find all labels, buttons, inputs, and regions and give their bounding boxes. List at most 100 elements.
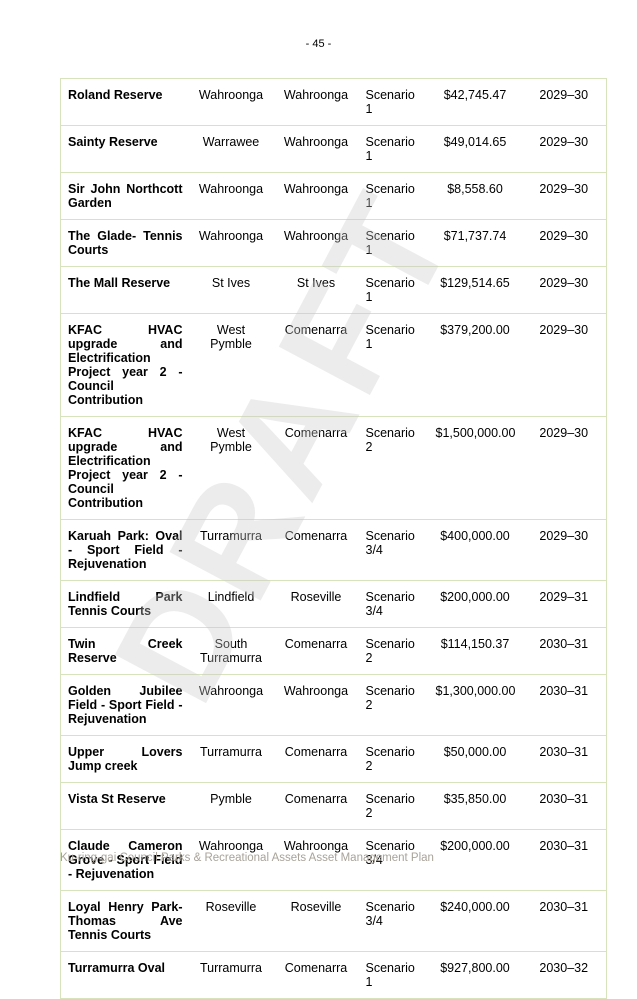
cell-name: Sainty Reserve — [60, 125, 189, 173]
cell-suburb: Wahroonga — [188, 78, 273, 126]
cell-suburb: West Pymble — [188, 416, 273, 520]
cell-year: 2029–30 — [520, 125, 607, 173]
cell-scenario: Scenario 1 — [358, 78, 429, 126]
cell-scenario: Scenario 2 — [358, 627, 429, 675]
cell-year: 2030–31 — [520, 829, 607, 891]
cell-name: KFAC HVAC upgrade and Electrification Pr… — [60, 416, 189, 520]
cell-cost: $35,850.00 — [428, 782, 521, 830]
table-row: Karuah Park: Oval - Sport Field - Rejuve… — [60, 519, 607, 581]
cell-cost: $400,000.00 — [428, 519, 521, 581]
cell-scenario: Scenario 2 — [358, 782, 429, 830]
cell-name: Lindfield Park Tennis Courts — [60, 580, 189, 628]
cell-suburb: South Turramurra — [188, 627, 273, 675]
cell-catchment: Wahroonga — [272, 78, 359, 126]
cell-year: 2029–31 — [520, 580, 607, 628]
footer-text: Ku-ring-gai Council Parks & Recreational… — [60, 852, 434, 864]
cell-year: 2029–30 — [520, 416, 607, 520]
cell-suburb: Roseville — [188, 890, 273, 952]
cell-scenario: Scenario 1 — [358, 125, 429, 173]
cell-catchment: Comenarra — [272, 951, 359, 999]
cell-name: Golden Jubilee Field - Sport Field - Rej… — [60, 674, 189, 736]
cell-year: 2029–30 — [520, 266, 607, 314]
cell-cost: $1,300,000.00 — [428, 674, 521, 736]
cell-cost: $1,500,000.00 — [428, 416, 521, 520]
cell-suburb: Turramurra — [188, 519, 273, 581]
cell-catchment: Comenarra — [272, 627, 359, 675]
cell-year: 2030–31 — [520, 627, 607, 675]
cell-cost: $129,514.65 — [428, 266, 521, 314]
cell-scenario: Scenario 1 — [358, 219, 429, 267]
cell-year: 2030–31 — [520, 782, 607, 830]
cell-cost: $379,200.00 — [428, 313, 521, 417]
cell-catchment: Comenarra — [272, 519, 359, 581]
cell-scenario: Scenario 1 — [358, 313, 429, 417]
cell-catchment: Comenarra — [272, 735, 359, 783]
cell-name: Upper Lovers Jump creek — [60, 735, 189, 783]
cell-catchment: St Ives — [272, 266, 359, 314]
cell-scenario: Scenario 1 — [358, 172, 429, 220]
cell-suburb: Wahroonga — [188, 219, 273, 267]
cell-year: 2029–30 — [520, 519, 607, 581]
cell-catchment: Comenarra — [272, 782, 359, 830]
table-row: Claude Cameron Grove - Sport Field - Rej… — [60, 829, 607, 891]
cell-name: Twin Creek Reserve — [60, 627, 189, 675]
cell-catchment: Wahroonga — [272, 125, 359, 173]
cell-suburb: Pymble — [188, 782, 273, 830]
cell-scenario: Scenario 2 — [358, 416, 429, 520]
cell-cost: $240,000.00 — [428, 890, 521, 952]
table-row: KFAC HVAC upgrade and Electrification Pr… — [60, 313, 607, 417]
cell-scenario: Scenario 1 — [358, 266, 429, 314]
cell-cost: $49,014.65 — [428, 125, 521, 173]
cell-scenario: Scenario 1 — [358, 951, 429, 999]
table-row: Golden Jubilee Field - Sport Field - Rej… — [60, 674, 607, 736]
cell-suburb: Wahroonga — [188, 829, 273, 891]
cell-suburb: West Pymble — [188, 313, 273, 417]
cell-name: Turramurra Oval — [60, 951, 189, 999]
cell-cost: $71,737.74 — [428, 219, 521, 267]
cell-scenario: Scenario 3/4 — [358, 519, 429, 581]
table-row: Loyal Henry Park- Thomas Ave Tennis Cour… — [60, 890, 607, 952]
cell-suburb: Turramurra — [188, 735, 273, 783]
cell-name: Roland Reserve — [60, 78, 189, 126]
cell-suburb: Wahroonga — [188, 172, 273, 220]
cell-catchment: Roseville — [272, 580, 359, 628]
cell-scenario: Scenario 2 — [358, 674, 429, 736]
cell-year: 2029–30 — [520, 313, 607, 417]
cell-name: The Glade- Tennis Courts — [60, 219, 189, 267]
cell-cost: $50,000.00 — [428, 735, 521, 783]
cell-cost: $42,745.47 — [428, 78, 521, 126]
cell-suburb: Turramurra — [188, 951, 273, 999]
cell-suburb: Warrawee — [188, 125, 273, 173]
cell-name: KFAC HVAC upgrade and Electrification Pr… — [60, 313, 189, 417]
cell-year: 2030–31 — [520, 674, 607, 736]
cell-year: 2030–32 — [520, 951, 607, 999]
cell-scenario: Scenario 3/4 — [358, 829, 429, 891]
page-number: - 45 - — [305, 38, 332, 50]
cell-suburb: Lindfield — [188, 580, 273, 628]
cell-catchment: Comenarra — [272, 313, 359, 417]
cell-scenario: Scenario 3/4 — [358, 890, 429, 952]
cell-catchment: Wahroonga — [272, 172, 359, 220]
cell-cost: $8,558.60 — [428, 172, 521, 220]
cell-catchment: Wahroonga — [272, 219, 359, 267]
cell-name: The Mall Reserve — [60, 266, 189, 314]
cell-name: Loyal Henry Park- Thomas Ave Tennis Cour… — [60, 890, 189, 952]
cell-name: Karuah Park: Oval - Sport Field - Rejuve… — [60, 519, 189, 581]
cell-year: 2029–30 — [520, 78, 607, 126]
table-row: KFAC HVAC upgrade and Electrification Pr… — [60, 416, 607, 520]
cell-suburb: Wahroonga — [188, 674, 273, 736]
cell-year: 2030–31 — [520, 890, 607, 952]
cell-catchment: Roseville — [272, 890, 359, 952]
cell-scenario: Scenario 2 — [358, 735, 429, 783]
cell-year: 2029–30 — [520, 219, 607, 267]
cell-cost: $927,800.00 — [428, 951, 521, 999]
